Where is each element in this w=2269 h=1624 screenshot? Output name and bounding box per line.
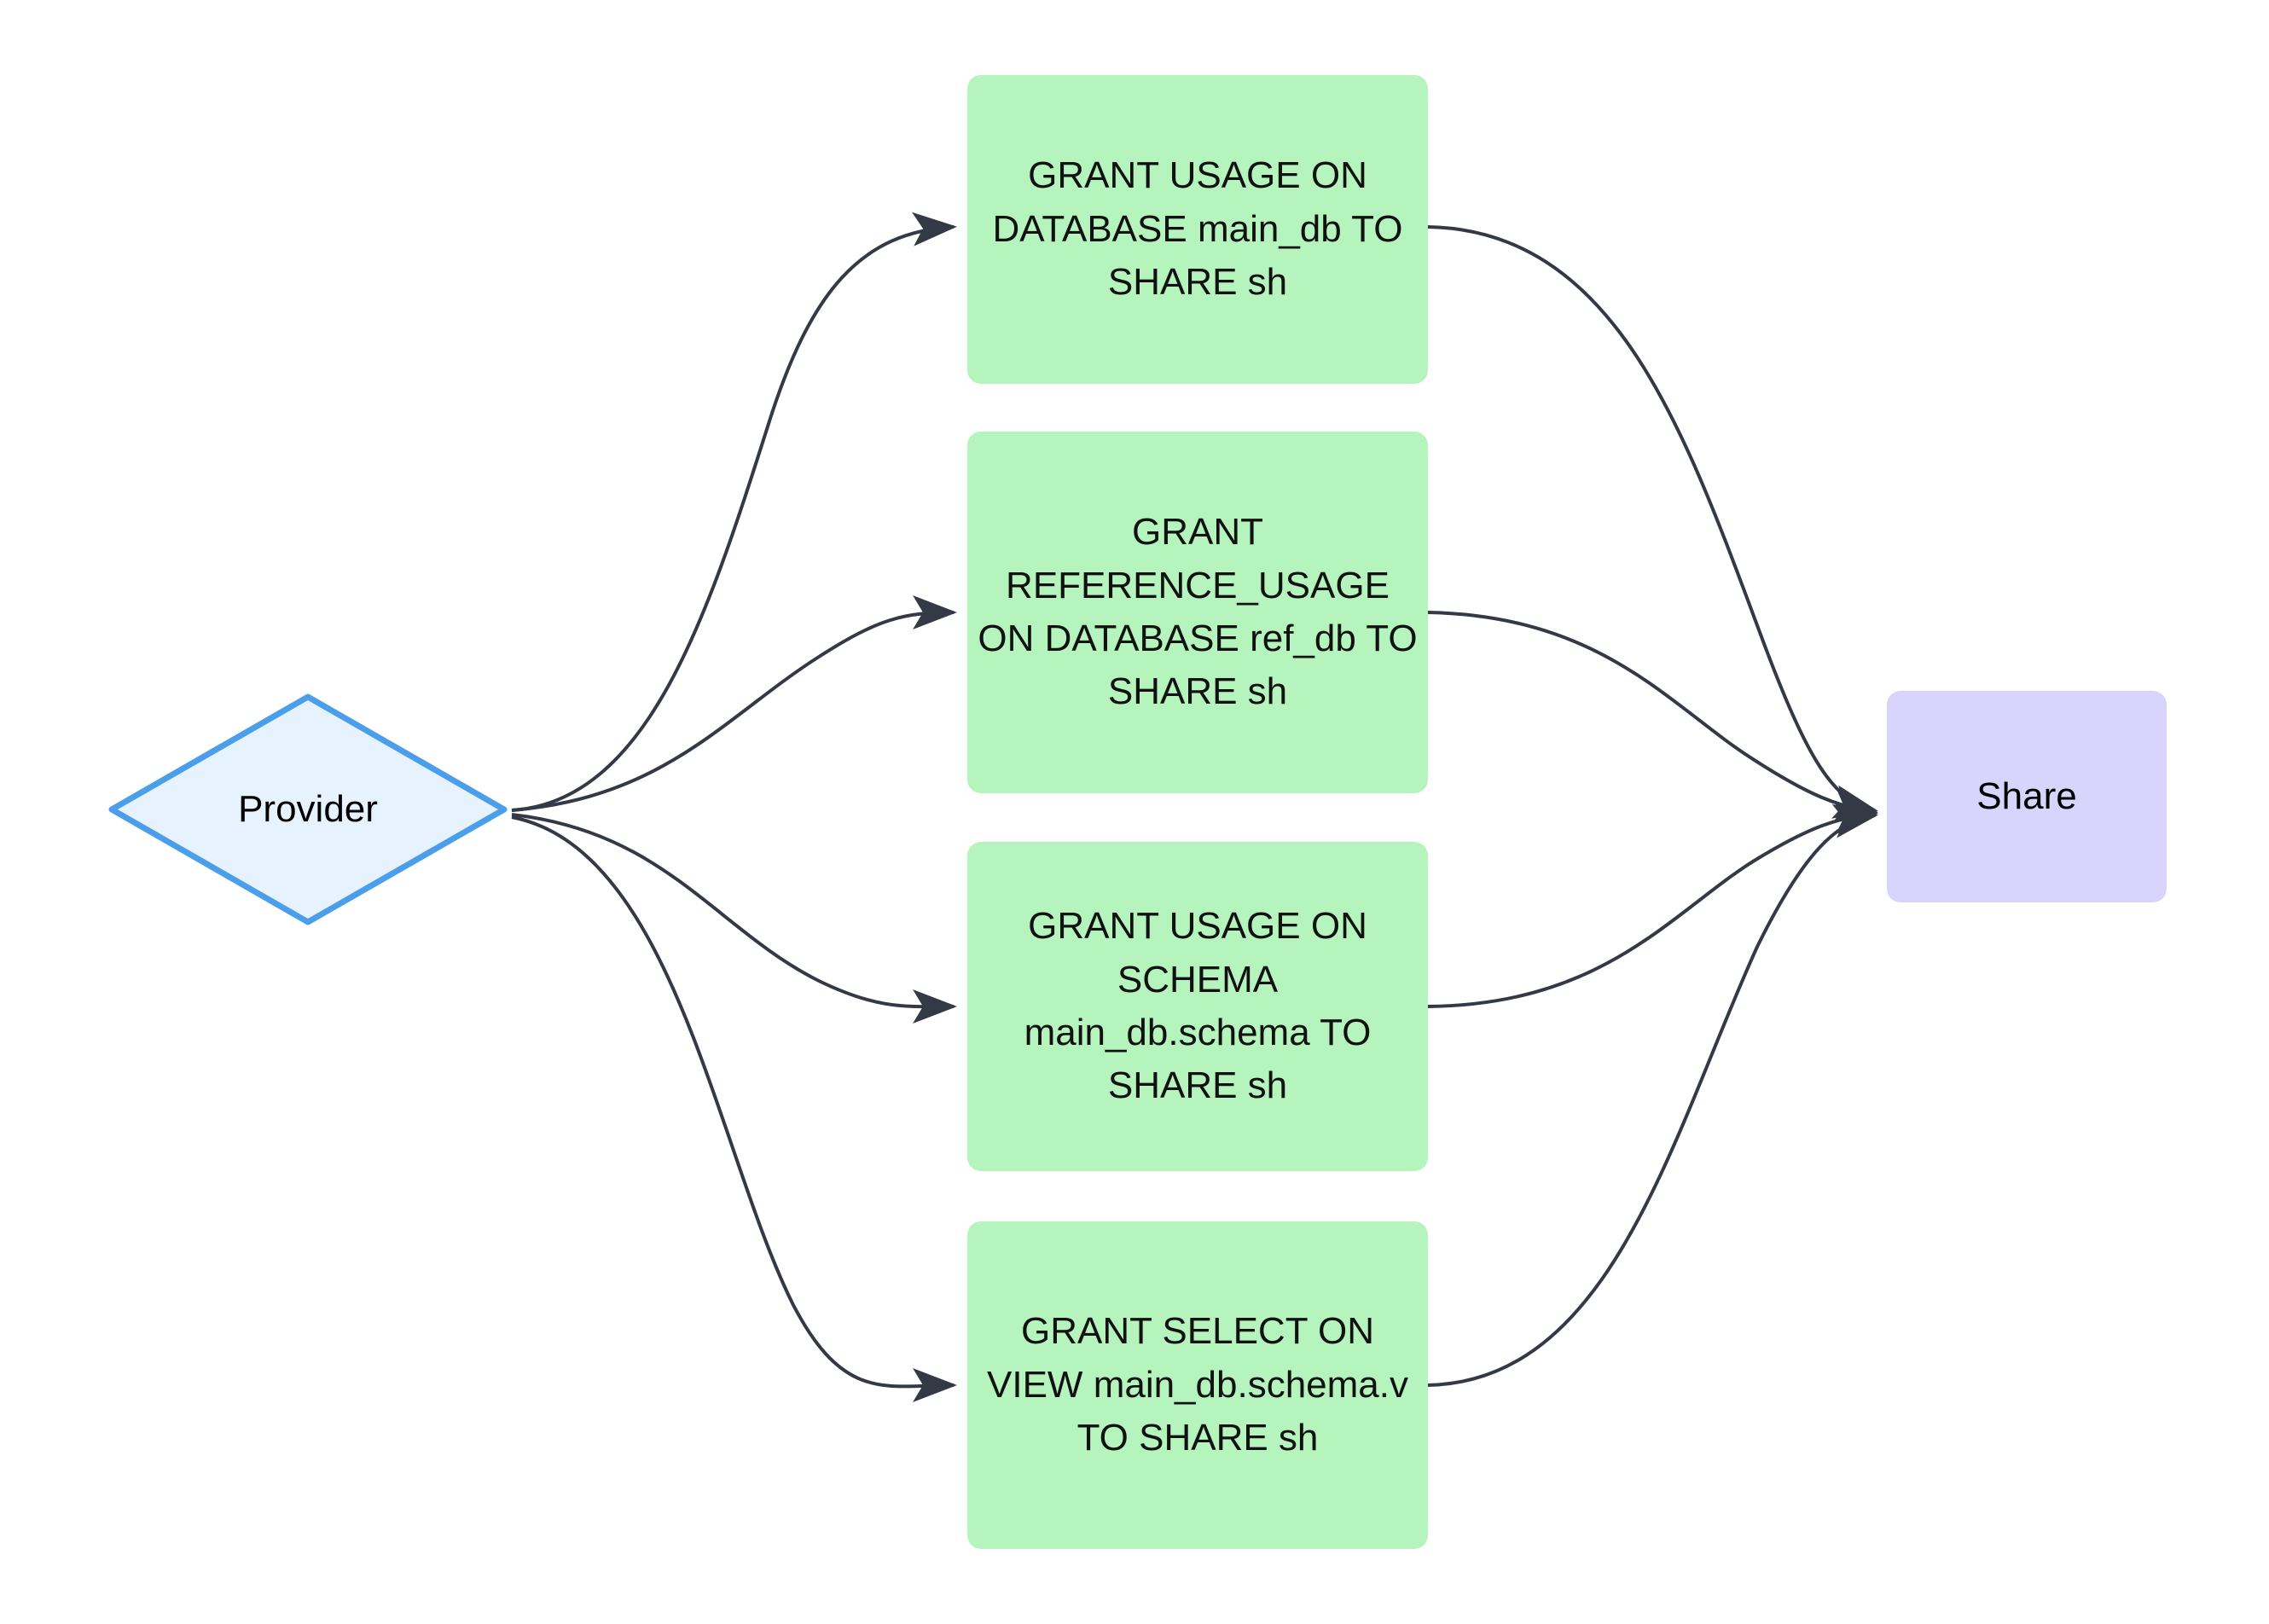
node-grant-reference-usage-database[interactable]: GRANT REFERENCE_USAGE ON DATABASE ref_db… <box>967 432 1428 793</box>
edge-provider-to-grant-usage-schema <box>511 813 957 1024</box>
node-provider-label: Provider <box>238 787 378 830</box>
node-share[interactable]: Share <box>1887 691 2167 902</box>
edge-grant-reference-usage-database-to-share <box>1427 611 1878 824</box>
diamond-shape-icon <box>108 693 508 925</box>
node-grant-select-view-label: GRANT SELECT ON VIEW main_db.schema.v TO… <box>987 1310 1408 1459</box>
edge-provider-to-grant-reference-usage-database <box>511 595 957 812</box>
node-provider[interactable]: Provider <box>107 693 508 926</box>
node-share-label: Share <box>1976 774 2077 817</box>
node-grant-usage-database[interactable]: GRANT USAGE ON DATABASE main_db TO SHARE… <box>967 75 1428 384</box>
edge-provider-to-grant-select-view <box>511 815 957 1403</box>
edge-grant-usage-database-to-share <box>1427 225 1878 819</box>
node-grant-usage-database-label: GRANT USAGE ON DATABASE main_db TO SHARE… <box>992 154 1403 304</box>
edge-grant-usage-schema-to-share <box>1427 800 1878 1008</box>
node-grant-usage-schema-label: GRANT USAGE ON SCHEMA main_db.schema TO … <box>1024 905 1372 1107</box>
edge-grant-select-view-to-share <box>1427 803 1878 1387</box>
edge-provider-to-grant-usage-database <box>511 212 957 812</box>
node-grant-usage-schema[interactable]: GRANT USAGE ON SCHEMA main_db.schema TO … <box>967 842 1428 1171</box>
node-grant-reference-usage-database-label: GRANT REFERENCE_USAGE ON DATABASE ref_db… <box>978 511 1418 713</box>
node-grant-select-view[interactable]: GRANT SELECT ON VIEW main_db.schema.v TO… <box>967 1221 1428 1549</box>
